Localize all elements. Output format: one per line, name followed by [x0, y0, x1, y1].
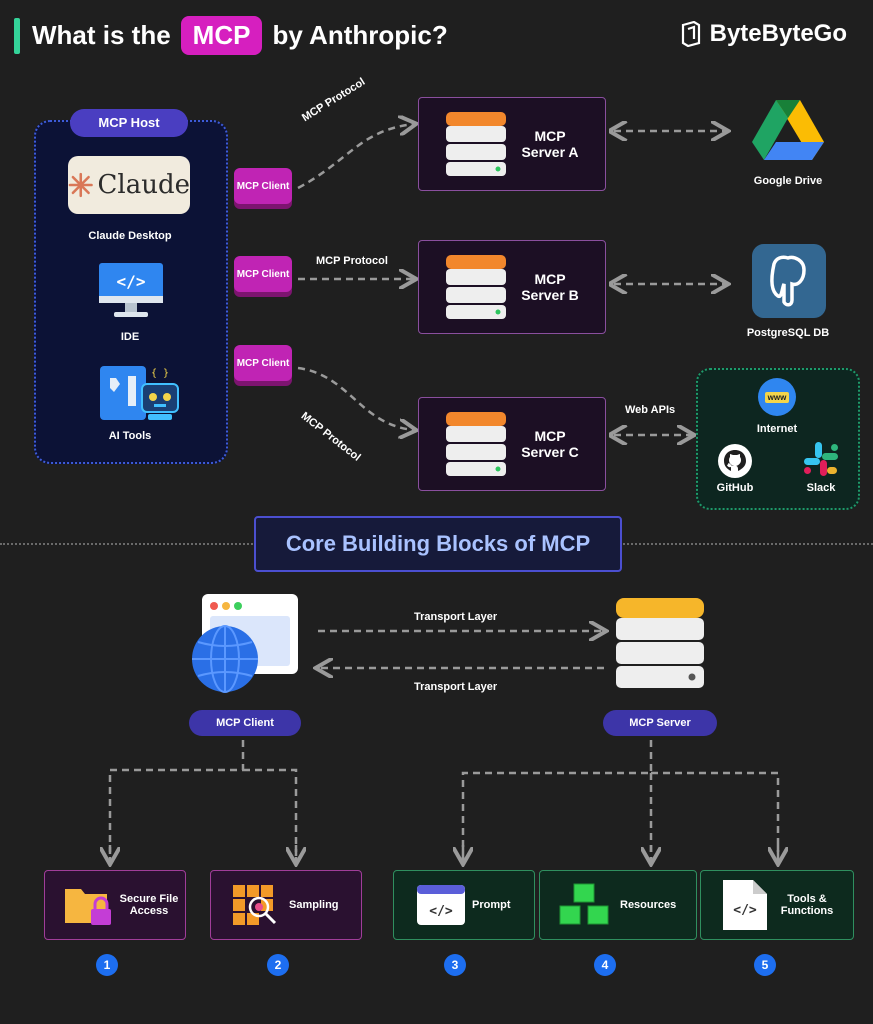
feature-prompt: </> Prompt: [393, 870, 535, 940]
mcp-client-chip-3: MCP Client: [234, 345, 292, 381]
feature-label: Sampling: [289, 899, 339, 911]
window-dot-yellow: [222, 602, 230, 610]
feature-number-badge: 3: [444, 954, 466, 976]
feature-secure-file-access: Secure File Access: [44, 870, 186, 940]
claude-wordmark: Claude: [97, 170, 191, 200]
tools-code-file-icon: </>: [723, 880, 767, 930]
transport-layer-bottom-label: Transport Layer: [414, 681, 498, 693]
internet-globe-icon: www: [758, 378, 796, 416]
feature-label: Prompt: [472, 899, 511, 911]
www-badge: www: [764, 391, 790, 403]
claude-spark-icon: [68, 172, 93, 198]
ai-tools-label: AI Tools: [108, 430, 152, 442]
feature-number-badge: 5: [754, 954, 776, 976]
transport-layer-top-label: Transport Layer: [414, 611, 498, 623]
brand-name: ByteByteGo: [709, 20, 847, 47]
github-label: GitHub: [716, 482, 754, 494]
feature-number-badge: 4: [594, 954, 616, 976]
postgres-tile: [752, 244, 826, 318]
title-suffix: by Anthropic?: [272, 20, 448, 50]
server-stack-icon: [446, 255, 506, 319]
core-mcp-server-pill: MCP Server: [603, 710, 717, 736]
globe-icon: [192, 625, 258, 693]
svg-text:</>: </>: [429, 904, 453, 919]
server-a-label: MCP Server A: [521, 128, 579, 160]
svg-text:{ }: { }: [151, 368, 169, 379]
feature-label: Resources: [620, 899, 677, 911]
mcp-client-chip-1: MCP Client: [234, 168, 292, 204]
feature-number-badge: 2: [267, 954, 289, 976]
window-dot-green: [234, 602, 242, 610]
feature-resources: Resources: [539, 870, 697, 940]
server-b-label: MCP Server B: [521, 271, 579, 303]
slack-label: Slack: [806, 482, 836, 494]
prompt-window-icon: </>: [417, 885, 465, 925]
page-title: What is the MCP by Anthropic?: [32, 16, 448, 55]
claude-desktop-label: Claude Desktop: [88, 230, 172, 242]
client-label: MCP Client: [236, 357, 290, 369]
client-tree: [108, 740, 298, 862]
title-prefix: What is the: [32, 20, 171, 50]
title-highlight: MCP: [180, 16, 263, 55]
feature-label: Tools & Functions: [780, 893, 834, 917]
server-tree: [461, 740, 780, 862]
window-dot-red: [210, 602, 218, 610]
svg-text:</>: </>: [733, 903, 757, 918]
github-icon: [718, 444, 752, 478]
title-accent-bar: [14, 18, 20, 54]
bytebytego-icon: [681, 21, 700, 47]
feature-number-badge: 1: [96, 954, 118, 976]
brand-logo: ByteByteGo: [680, 20, 847, 48]
arrow-client3-serverC: [297, 366, 414, 430]
postgres-elephant-icon: [770, 255, 806, 307]
core-mcp-client-pill: MCP Client: [189, 710, 301, 736]
internet-label: Internet: [756, 423, 798, 435]
claude-logo-card: Claude: [68, 156, 190, 214]
mcp-client-chip-2: MCP Client: [234, 256, 292, 292]
client-label: MCP Client: [236, 180, 290, 192]
server-stack-large-icon: [616, 598, 704, 688]
svg-text:</>: </>: [117, 272, 146, 291]
feature-sampling: Sampling: [210, 870, 362, 940]
core-section-title: Core Building Blocks of MCP: [254, 516, 622, 572]
sampling-grid-icon: [233, 885, 277, 925]
server-stack-icon: [446, 112, 506, 176]
web-apis-label: Web APIs: [625, 404, 676, 416]
google-drive-icon: [752, 100, 824, 160]
postgres-label: PostgreSQL DB: [746, 327, 830, 339]
google-drive-label: Google Drive: [753, 175, 823, 187]
arrow-client1-serverA: [297, 124, 414, 190]
resources-cubes-icon: [559, 883, 609, 925]
feature-tools-functions: </> Tools & Functions: [700, 870, 854, 940]
ide-monitor-icon: </>: [99, 263, 163, 317]
mcp-host-label: MCP Host: [70, 109, 188, 137]
folder-lock-icon: [65, 889, 111, 925]
feature-label: Secure File Access: [119, 893, 179, 917]
server-c-label: MCP Server C: [521, 428, 579, 460]
ai-tools-icon: { }: [100, 366, 179, 420]
client-label: MCP Client: [236, 268, 290, 280]
protocol-label-2: MCP Protocol: [316, 255, 388, 267]
server-stack-icon: [446, 412, 506, 476]
ide-label: IDE: [120, 331, 140, 343]
slack-icon: [804, 442, 838, 476]
